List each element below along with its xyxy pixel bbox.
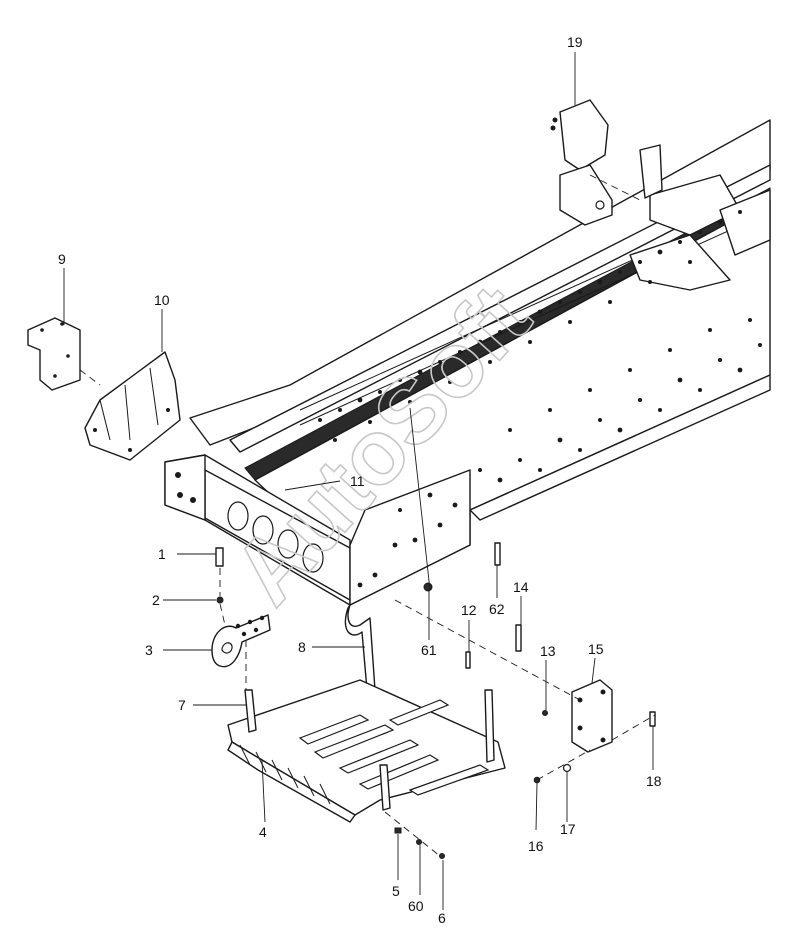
part-62-bolt: [494, 542, 501, 566]
leader-lines: [63, 52, 654, 910]
near-rail-bottom-flange: [469, 374, 771, 521]
skid-plate-slots: [298, 699, 490, 796]
callout-61: 61: [421, 642, 437, 658]
part-17-washer: [562, 763, 572, 773]
rear-gusset-plate: [649, 174, 741, 236]
callout-62: 62: [489, 601, 505, 617]
rear-gusset-plate-lower: [629, 234, 731, 291]
callout-16: 16: [528, 838, 544, 854]
callout-6: 6: [438, 910, 446, 926]
part-12-bolt: [465, 651, 471, 669]
callout-60: 60: [408, 898, 424, 914]
part-2-washer: [216, 596, 224, 604]
crossmember-hole: [277, 529, 299, 559]
part-3-tow-hook: [211, 614, 271, 668]
side-bracket-plate: [349, 469, 471, 606]
part-18-bolt: [649, 711, 656, 727]
callout-15: 15: [588, 641, 604, 657]
left-end-plate: [164, 454, 206, 521]
callout-9: 9: [58, 251, 66, 267]
callout-4: 4: [259, 824, 267, 840]
callout-12: 12: [461, 602, 477, 618]
callout-17: 17: [560, 821, 576, 837]
part-6-nut: [439, 853, 445, 859]
callout-8: 8: [298, 639, 306, 655]
part-1-bolt: [215, 547, 224, 567]
part-8-hook-rod: [344, 604, 376, 691]
callout-1: 1: [158, 546, 166, 562]
part-13-nut: [542, 710, 548, 716]
callout-3: 3: [145, 642, 153, 658]
part-4-skid-plate: [227, 679, 506, 823]
crossmember-hole: [252, 515, 274, 545]
callout-5: 5: [392, 883, 400, 899]
part-10-mount-bracket: [79, 351, 181, 461]
callout-7: 7: [178, 697, 186, 713]
part-60-washer: [416, 839, 422, 845]
callout-13: 13: [540, 643, 556, 659]
part-19-upper-bracket: [550, 99, 663, 226]
callout-10: 10: [154, 292, 170, 308]
part-14-bolt: [515, 624, 522, 652]
crossmember-hole: [302, 543, 324, 573]
callout-14: 14: [513, 579, 529, 595]
rear-crossmember: [719, 189, 771, 256]
callout-18: 18: [646, 773, 662, 789]
part-15-bracket-plate: [571, 679, 613, 753]
callout-19: 19: [567, 34, 583, 50]
rail-hole-pattern: [318, 210, 762, 588]
rear-support-post: [639, 144, 663, 199]
part-5-nut: [394, 827, 402, 834]
callout-2: 2: [152, 592, 160, 608]
part-9-mount-plate: [27, 317, 81, 391]
crossmember-hole: [227, 501, 249, 531]
callout-labels: 1 2 3 4 5 6 7 8 9 10 11 12 13 14 15 16 1…: [58, 34, 662, 926]
callout-11: 11: [350, 473, 365, 489]
frame-assembly: [164, 119, 771, 606]
part-61-nut: [423, 582, 433, 592]
